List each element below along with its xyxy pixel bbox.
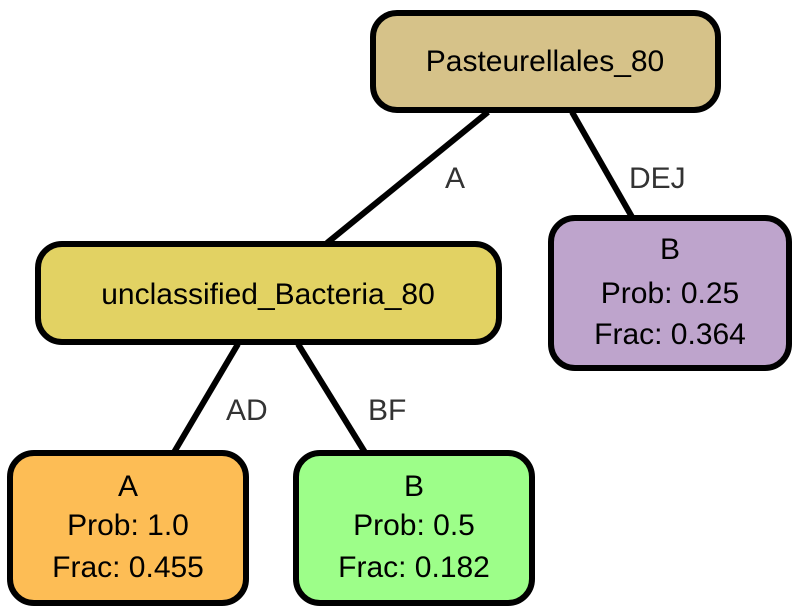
edge-root-to-b [569,110,635,219]
edge-root-to-unclassified [325,109,490,246]
edge-label-ad: AD [226,394,268,427]
node-b-right: B Prob: 0.25 Frac: 0.364 [548,215,792,371]
node-b-leaf-box [293,450,535,606]
node-pasteurellales: Pasteurellales_80 [370,10,721,113]
node-b-right-frac: Frac: 0.364 [594,318,746,351]
node-unclassified-bacteria: unclassified_Bacteria_80 [35,241,502,345]
node-unclassified-bacteria-box [35,241,502,345]
node-b-right-box [548,215,792,371]
edge-unclassified-to-b [295,342,369,456]
edge-label-dej: DEJ [629,162,686,195]
edge-unclassified-to-a [170,342,241,456]
edge-label-a: A [445,162,465,195]
node-pasteurellales-label: Pasteurellales_80 [426,45,665,78]
edge-label-bf: BF [368,394,406,427]
node-pasteurellales-box [370,10,721,113]
node-a-leaf-prob: Prob: 1.0 [67,509,189,542]
node-a-leaf-box [7,450,249,606]
node-unclassified-bacteria-label: unclassified_Bacteria_80 [101,278,435,311]
node-b-leaf-name: B [404,470,424,503]
node-b-leaf-frac: Frac: 0.182 [338,551,490,584]
node-b-leaf: B Prob: 0.5 Frac: 0.182 [293,450,535,606]
node-a-leaf: A Prob: 1.0 Frac: 0.455 [7,450,249,606]
node-b-leaf-prob: Prob: 0.5 [353,509,475,542]
node-b-right-name: B [660,233,680,266]
node-b-right-prob: Prob: 0.25 [601,277,739,310]
node-a-leaf-frac: Frac: 0.455 [52,551,204,584]
node-a-leaf-name: A [118,470,138,503]
